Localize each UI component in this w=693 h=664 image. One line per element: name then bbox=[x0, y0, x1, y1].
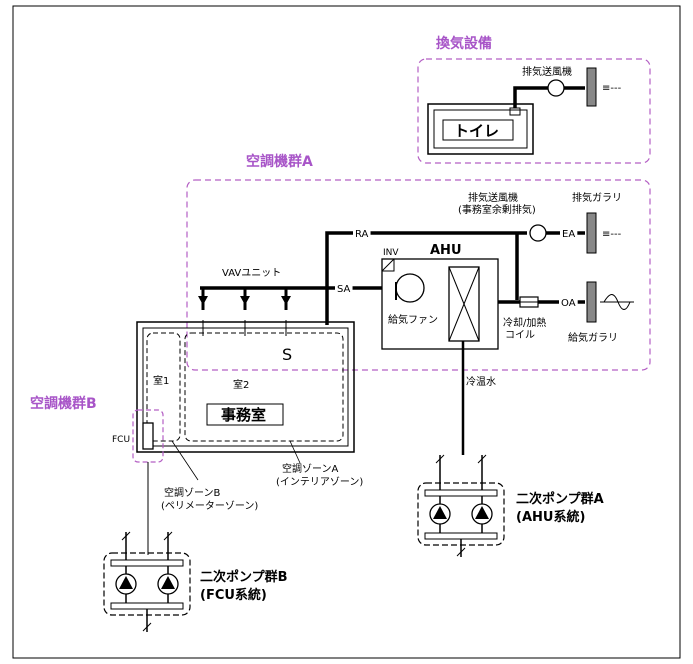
sa-label: SA bbox=[337, 284, 351, 295]
supply-fan bbox=[395, 273, 425, 303]
ea-gallery bbox=[586, 212, 597, 254]
vav-unit-label: VAVユニット bbox=[222, 268, 281, 279]
coil-label-2: コイル bbox=[505, 330, 535, 341]
oa-label-bg bbox=[559, 297, 578, 310]
excess-exhaust-fan-label-2: (事務室余剰排気) bbox=[458, 203, 536, 216]
ahu-unit bbox=[381, 258, 499, 350]
toilet-label: トイレ bbox=[454, 122, 499, 140]
zone-a-leader bbox=[289, 440, 301, 464]
pump-group-a-label-2: (AHU系統) bbox=[516, 509, 585, 525]
toilet-exhaust-grille bbox=[509, 107, 521, 116]
toilet-exhaust-fan bbox=[547, 79, 565, 97]
pump-group-a-label-1: 二次ポンプ群A bbox=[516, 491, 604, 507]
ahu-label: AHU bbox=[430, 243, 462, 258]
office-label-box bbox=[206, 403, 284, 426]
ahu-group-b-label: 空調機群B bbox=[30, 395, 97, 412]
zone-a-label-1: 空調ゾーンA bbox=[282, 462, 338, 475]
office-label: 事務室 bbox=[221, 406, 266, 424]
ventilation-group-border bbox=[417, 58, 651, 164]
toilet-exhaust-duct bbox=[513, 86, 548, 108]
toilet-exhaust-gallery bbox=[586, 67, 597, 107]
zone-b-label-1: 空調ゾーンB bbox=[164, 486, 220, 499]
supply-fan-label: 給気ファン bbox=[388, 313, 438, 326]
room1-label: 室1 bbox=[153, 374, 169, 387]
toilet-room-inner bbox=[433, 109, 528, 149]
room2-label: 室2 bbox=[233, 378, 249, 391]
ea-label-bg bbox=[560, 228, 578, 241]
exhaust-gallery-label: 排気ガラリ bbox=[572, 191, 622, 204]
supply-gallery bbox=[586, 281, 597, 323]
coil-label-1: 冷却/加熱 bbox=[503, 316, 546, 329]
ra-label: RA bbox=[355, 229, 369, 240]
return-air-grille: S bbox=[282, 345, 292, 364]
inverter-label: INV bbox=[383, 248, 399, 258]
pump-group-b-label-2: (FCU系統) bbox=[200, 587, 267, 603]
chilled-hot-water-label: 冷温水 bbox=[466, 375, 496, 388]
toilet-label-box bbox=[442, 119, 514, 141]
fcu-label: FCU bbox=[112, 435, 130, 445]
excess-exhaust-fan-label-1: 排気送風機 bbox=[468, 191, 518, 204]
zone-a-dashed bbox=[184, 332, 344, 442]
pump-group-b bbox=[103, 531, 191, 632]
fcu-unit bbox=[142, 422, 154, 450]
diagram-frame bbox=[12, 5, 681, 659]
ra-label-bg bbox=[353, 228, 371, 241]
ra-duct bbox=[325, 231, 527, 325]
pump-group-a bbox=[417, 454, 505, 557]
ahu-group-b-border bbox=[132, 409, 164, 463]
pump-group-b-label-1: 二次ポンプ群B bbox=[200, 569, 288, 585]
inverter-diag bbox=[381, 258, 395, 272]
zone-b-dashed bbox=[146, 332, 181, 442]
ea-label: EA bbox=[562, 229, 575, 240]
zone-a-label-2: (インテリアゾーン) bbox=[276, 476, 363, 488]
ea-arrow: ≡--- bbox=[602, 229, 622, 240]
coil-diag-2 bbox=[448, 266, 480, 342]
excess-exhaust-fan bbox=[529, 224, 547, 242]
sa-label-bg bbox=[335, 283, 353, 296]
vav-units bbox=[198, 288, 291, 310]
vav-unit-3 bbox=[281, 296, 291, 305]
toilet-exhaust-fan-label: 排気送風機 bbox=[522, 65, 572, 78]
vav-unit-1 bbox=[198, 296, 208, 305]
ahu-group-a-label: 空調機群A bbox=[246, 153, 313, 170]
oa-label: OA bbox=[561, 298, 576, 309]
zone-b-label-2: (ペリメーターゾーン) bbox=[161, 500, 258, 512]
ahu-group-a-border bbox=[186, 179, 651, 371]
vav-unit-2 bbox=[240, 296, 250, 305]
inverter-box bbox=[381, 258, 395, 272]
zone-b-leader bbox=[171, 440, 199, 481]
supply-gallery-label: 給気ガラリ bbox=[568, 331, 618, 344]
toilet-exhaust-out-arrow: ≡--- bbox=[602, 83, 622, 94]
ventilation-group-label: 換気設備 bbox=[436, 35, 492, 52]
toilet-room-outer bbox=[427, 103, 534, 155]
